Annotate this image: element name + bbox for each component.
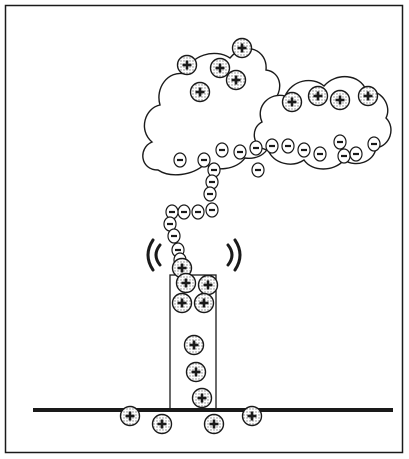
positive-charge-icon xyxy=(171,292,193,314)
positive-charge-icon xyxy=(225,69,247,91)
negative-charge-icon xyxy=(313,146,327,162)
negative-charge-icon xyxy=(197,152,211,168)
negative-charge-icon xyxy=(215,142,229,158)
negative-charge-icon xyxy=(205,202,219,218)
negative-charge-icon xyxy=(251,162,265,178)
negative-charge-icon xyxy=(249,140,263,156)
positive-charge-icon xyxy=(185,361,207,383)
negative-charge-icon xyxy=(337,148,351,164)
negative-charge-icon xyxy=(233,144,247,160)
negative-charge-icon xyxy=(205,174,219,190)
positive-charge-icon xyxy=(175,272,197,294)
negative-charge-icon xyxy=(167,228,181,244)
positive-charge-icon xyxy=(171,257,193,279)
negative-charges xyxy=(163,134,381,268)
positive-charges xyxy=(119,37,379,435)
negative-charge-icon xyxy=(191,204,205,220)
positive-charge-icon xyxy=(203,413,225,435)
positive-charge-icon xyxy=(357,85,379,107)
negative-charge-icon xyxy=(333,134,347,150)
positive-charge-icon xyxy=(329,89,351,111)
negative-charge-icon xyxy=(281,138,295,154)
negative-charge-icon xyxy=(297,142,311,158)
positive-charge-icon xyxy=(193,292,215,314)
positive-charge-icon xyxy=(151,413,173,435)
negative-charge-icon xyxy=(203,186,217,202)
positive-charge-icon xyxy=(307,85,329,107)
negative-charge-icon xyxy=(173,152,187,168)
frame-border xyxy=(4,4,404,454)
negative-charge-icon xyxy=(163,216,177,232)
positive-charge-icon xyxy=(197,274,219,296)
negative-charge-icon xyxy=(367,136,381,152)
positive-charge-icon xyxy=(189,81,211,103)
negative-charge-icon xyxy=(177,204,191,220)
positive-charge-icon xyxy=(191,387,213,409)
positive-charge-icon xyxy=(231,37,253,59)
negative-charge-icon xyxy=(207,162,221,178)
negative-charge-icon xyxy=(349,146,363,162)
positive-charge-icon xyxy=(281,91,303,113)
positive-charge-icon xyxy=(241,405,263,427)
positive-charge-icon xyxy=(183,334,205,356)
negative-charge-icon xyxy=(265,138,279,154)
positive-charge-icon xyxy=(209,57,231,79)
sound-wave-icon xyxy=(146,238,242,272)
positive-charge-icon xyxy=(176,54,198,76)
positive-charge-icon xyxy=(119,405,141,427)
